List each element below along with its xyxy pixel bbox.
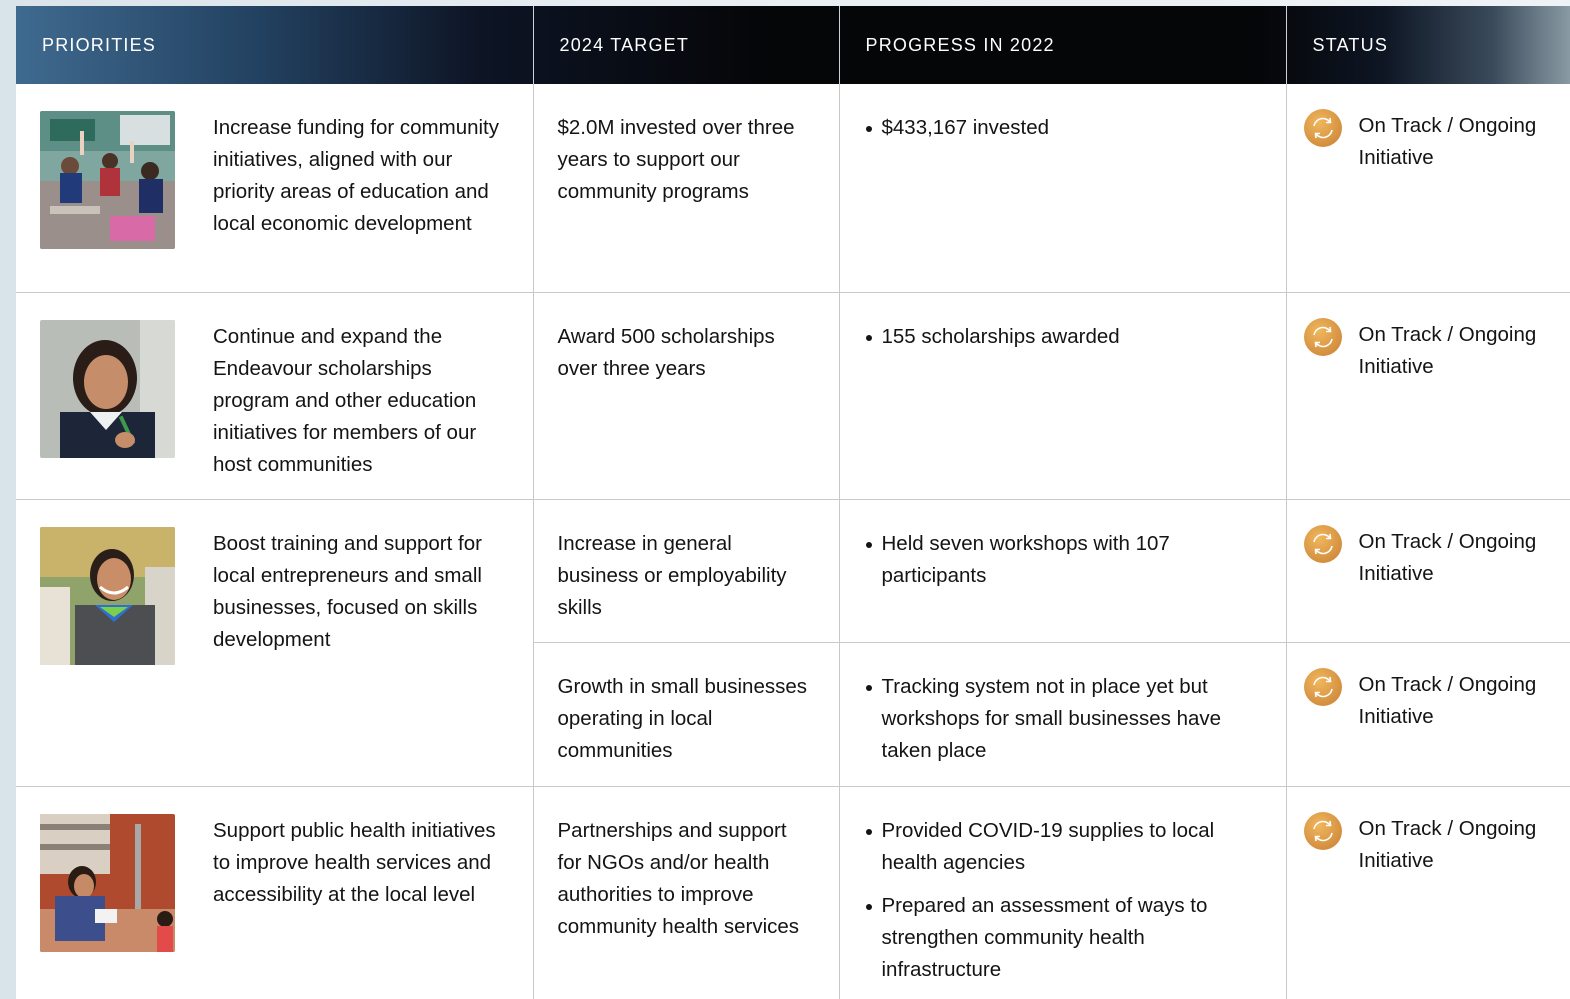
status-cell: On Track / Ongoing Initiative xyxy=(1286,84,1570,293)
status-cell: On Track / Ongoing Initiative xyxy=(1286,642,1570,787)
priority-cell: Continue and expand the Endeavour schola… xyxy=(16,292,534,500)
header-2024-target: 2024 TARGET xyxy=(533,6,840,84)
target-cell: $2.0M invested over three years to suppo… xyxy=(533,84,840,293)
progress-cell: Held seven workshops with 107 participan… xyxy=(839,499,1287,643)
table-header-row: PRIORITIES 2024 TARGET PROGRESS IN 2022 … xyxy=(16,6,1570,84)
table-row: Boost training and support for local ent… xyxy=(16,499,1570,787)
status-text: On Track / Ongoing Initiative xyxy=(1358,672,1537,728)
status-cell: On Track / Ongoing Initiative xyxy=(1286,499,1570,643)
progress-bullet: Provided COVID-19 supplies to local heal… xyxy=(864,815,1262,879)
on-track-icon xyxy=(1303,317,1343,357)
progress-bullet: Tracking system not in place yet but wor… xyxy=(864,671,1262,767)
table-row: Support public health initiatives to imp… xyxy=(16,786,1570,999)
on-track-icon xyxy=(1303,108,1343,148)
classroom-photo xyxy=(40,111,175,249)
on-track-icon xyxy=(1303,524,1343,564)
on-track-icon xyxy=(1303,667,1343,707)
progress-bullet: 155 scholarships awarded xyxy=(864,321,1262,353)
priority-cell: Increase funding for community initiativ… xyxy=(16,84,534,293)
target-cell: Increase in general business or employab… xyxy=(533,499,840,643)
status-text: On Track / Ongoing Initiative xyxy=(1358,114,1537,169)
progress-cell: 155 scholarships awarded xyxy=(839,292,1287,500)
priority-cell: Support public health initiatives to imp… xyxy=(16,786,534,999)
status-cell: On Track / Ongoing Initiative xyxy=(1286,786,1570,999)
progress-bullet: Held seven workshops with 107 participan… xyxy=(864,528,1262,592)
priority-text: Continue and expand the Endeavour schola… xyxy=(213,324,477,476)
priority-text: Increase funding for community initiativ… xyxy=(213,116,499,235)
table-row: Continue and expand the Endeavour schola… xyxy=(16,292,1570,500)
progress-bullet: Prepared an assessment of ways to streng… xyxy=(864,890,1262,986)
entrepreneur-photo xyxy=(40,526,175,665)
status-text: On Track / Ongoing Initiative xyxy=(1358,816,1537,872)
on-track-icon xyxy=(1303,811,1343,851)
progress-cell: Tracking system not in place yet but wor… xyxy=(839,642,1287,787)
priority-text: Boost training and support for local ent… xyxy=(213,531,482,651)
table-row: Increase funding for community initiativ… xyxy=(16,84,1570,293)
priority-text: Support public health initiatives to imp… xyxy=(213,818,496,906)
target-cell: Award 500 scholarships over three years xyxy=(533,292,840,500)
student-photo xyxy=(40,319,175,458)
progress-cell: Provided COVID-19 supplies to local heal… xyxy=(839,786,1287,999)
table-row: Growth in small businesses operating in … xyxy=(16,642,1570,787)
header-priorities: PRIORITIES xyxy=(16,6,534,84)
status-text: On Track / Ongoing Initiative xyxy=(1358,322,1537,378)
header-status: STATUS xyxy=(1312,34,1389,55)
header-progress-2022: PROGRESS IN 2022 xyxy=(839,6,1287,84)
status-text: On Track / Ongoing Initiative xyxy=(1358,529,1537,585)
target-cell: Growth in small businesses operating in … xyxy=(533,642,840,787)
status-cell: On Track / Ongoing Initiative xyxy=(1286,292,1570,500)
priorities-table-frame: PRIORITIES 2024 TARGET PROGRESS IN 2022 … xyxy=(16,6,1570,999)
health-photo xyxy=(40,813,175,952)
priorities-table: PRIORITIES 2024 TARGET PROGRESS IN 2022 … xyxy=(16,6,1570,999)
priority-cell: Boost training and support for local ent… xyxy=(16,499,534,787)
progress-cell: $433,167 invested xyxy=(839,84,1287,293)
progress-bullet: $433,167 invested xyxy=(864,112,1262,144)
target-cell: Partnerships and support for NGOs and/or… xyxy=(533,786,840,999)
